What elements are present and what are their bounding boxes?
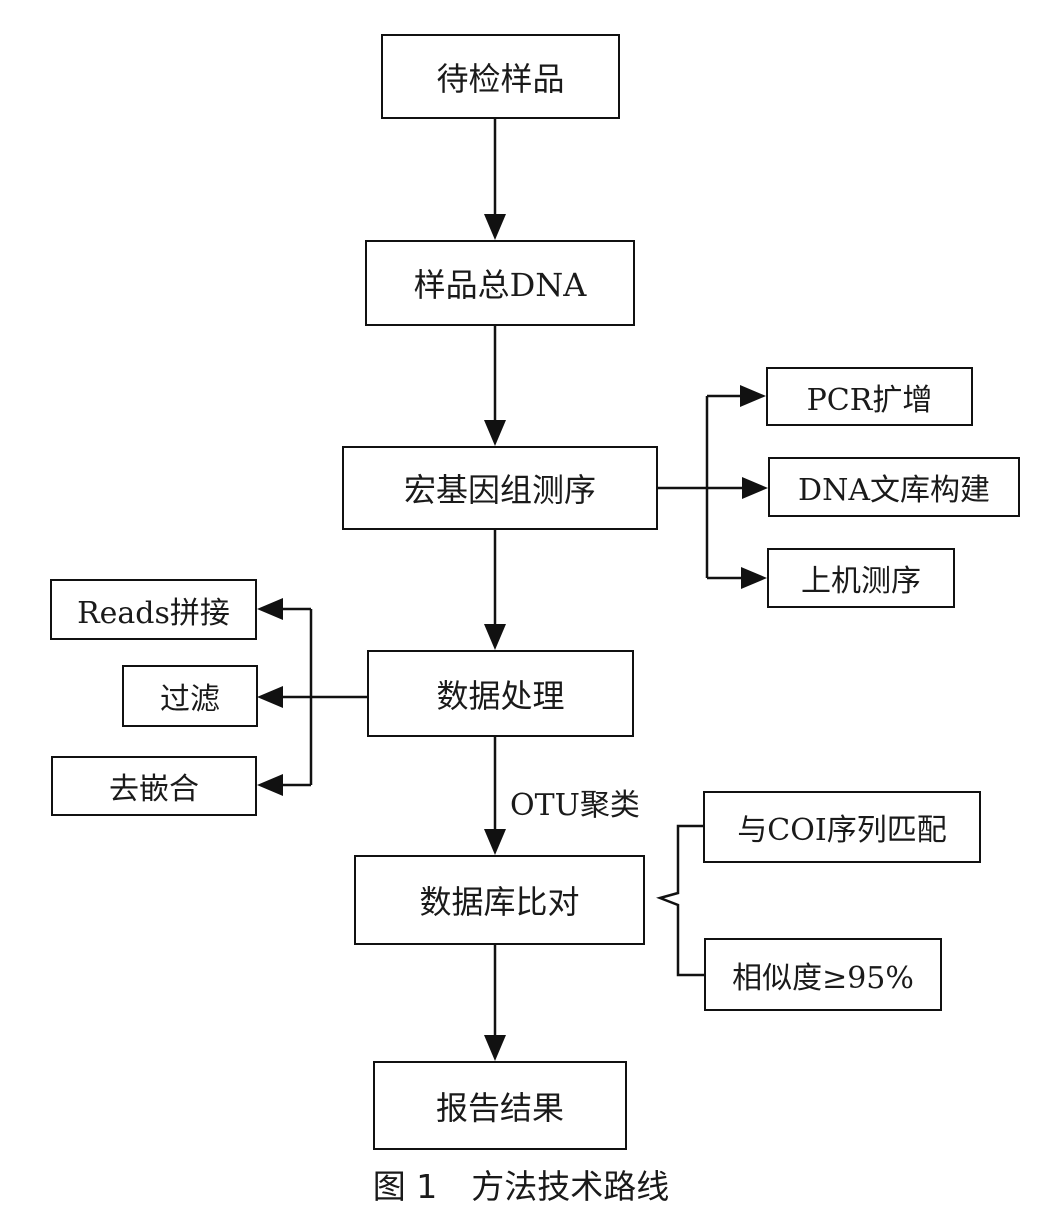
- substep-chimera-removal: 去嵌合: [51, 756, 257, 816]
- substep-dna-library: DNA文库构建: [768, 457, 1020, 517]
- substep-filtering: 过滤: [122, 665, 258, 727]
- arrowhead: [484, 214, 506, 240]
- arrowhead: [257, 598, 283, 620]
- substep-pcr-amplification: PCR扩增: [766, 367, 973, 426]
- step-metagenome-sequencing: 宏基因组测序: [342, 446, 658, 530]
- substep-reads-assembly: Reads拼接: [50, 579, 257, 640]
- figure-number: 图 1: [372, 1167, 438, 1206]
- figure-title: 方法技术路线: [471, 1167, 670, 1206]
- arrowhead: [742, 477, 768, 499]
- step-total-dna: 样品总DNA: [365, 240, 635, 326]
- arrowhead: [257, 686, 283, 708]
- arrowhead: [484, 420, 506, 446]
- step-sample: 待检样品: [381, 34, 620, 119]
- substep-sequencing-run: 上机测序: [767, 548, 955, 608]
- arrowhead: [257, 774, 283, 796]
- arrowhead: [740, 385, 766, 407]
- criterion-coi-match: 与COI序列匹配: [703, 791, 981, 863]
- brace-database-criteria: [656, 824, 704, 977]
- edge-label-otu-clustering: OTU聚类: [510, 788, 640, 823]
- arrowhead: [484, 829, 506, 855]
- step-database-comparison: 数据库比对: [354, 855, 645, 945]
- arrowhead: [484, 624, 506, 650]
- criterion-similarity: 相似度≥95%: [704, 938, 942, 1011]
- step-data-processing: 数据处理: [367, 650, 634, 737]
- arrowhead: [741, 567, 767, 589]
- arrowhead: [484, 1035, 506, 1061]
- figure-caption: 图 1 方法技术路线: [0, 1160, 1042, 1208]
- step-report-results: 报告结果: [373, 1061, 627, 1150]
